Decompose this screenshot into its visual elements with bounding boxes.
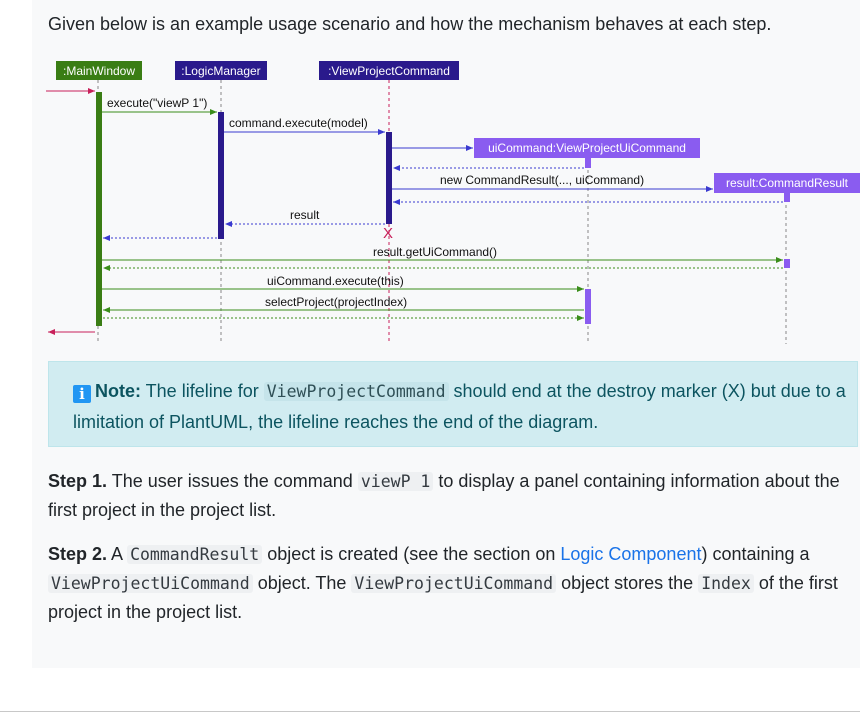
step2-text-a: A bbox=[107, 544, 128, 564]
bottom-divider bbox=[0, 711, 860, 712]
destroy-marker: X bbox=[383, 225, 393, 242]
step2-text-b: object is created (see the section on bbox=[262, 544, 561, 564]
msg-get-ui-command-label: result.getUiCommand() bbox=[373, 245, 497, 259]
step1-paragraph: Step 1. The user issues the command view… bbox=[48, 467, 858, 524]
msg-command-execute-label: command.execute(model) bbox=[229, 116, 368, 130]
activation-mainwindow bbox=[96, 92, 102, 326]
participant-commandresult: result:CommandResult bbox=[714, 173, 860, 193]
participant-logicmanager: :LogicManager bbox=[175, 61, 267, 80]
svg-text::ViewProjectCommand: :ViewProjectCommand bbox=[328, 64, 450, 78]
info-icon: i bbox=[73, 385, 91, 403]
msg-select-project-label: selectProject(projectIndex) bbox=[265, 295, 407, 309]
svg-text:result:CommandResult: result:CommandResult bbox=[726, 176, 849, 190]
logic-component-link[interactable]: Logic Component bbox=[560, 544, 702, 564]
step1-text-before: The user issues the command bbox=[107, 471, 358, 491]
note-code: ViewProjectCommand bbox=[263, 382, 449, 401]
note-text-before: The lifeline for bbox=[141, 381, 264, 401]
note-text-after: should end at the destroy marker (X) but… bbox=[73, 381, 846, 432]
step1-code: viewP 1 bbox=[357, 472, 434, 491]
step2-label: Step 2. bbox=[48, 544, 108, 564]
participant-uicommand: uiCommand:ViewProjectUiCommand bbox=[474, 138, 700, 158]
msg-new-result-label: new CommandResult(..., uiCommand) bbox=[440, 173, 644, 187]
step2-code-commandresult: CommandResult bbox=[127, 545, 263, 564]
step2-paragraph: Step 2. A CommandResult object is create… bbox=[48, 540, 858, 626]
activation-commandresult-2 bbox=[784, 259, 790, 268]
step2-code-index: Index bbox=[698, 574, 754, 593]
svg-text::MainWindow: :MainWindow bbox=[63, 64, 135, 78]
step2-text-c: ) containing a bbox=[701, 544, 810, 564]
sequence-diagram: :MainWindow :LogicManager :ViewProjectCo… bbox=[46, 61, 860, 344]
participant-mainwindow: :MainWindow bbox=[56, 61, 142, 80]
note-label: Note: bbox=[95, 381, 141, 401]
step2-text-d: object. The bbox=[252, 573, 352, 593]
step2-code-uicommand-2: ViewProjectUiCommand bbox=[351, 574, 557, 593]
activation-viewprojectcommand bbox=[386, 132, 392, 224]
intro-text: Given below is an example usage scenario… bbox=[48, 14, 772, 34]
msg-ui-execute-label: uiCommand.execute(this) bbox=[267, 274, 404, 288]
activation-logicmanager bbox=[218, 112, 224, 239]
step2-text-e: object stores the bbox=[556, 573, 699, 593]
step1-label: Step 1. bbox=[48, 471, 108, 491]
svg-text:uiCommand:ViewProjectUiCommand: uiCommand:ViewProjectUiCommand bbox=[488, 141, 686, 155]
svg-text::LogicManager: :LogicManager bbox=[181, 64, 260, 78]
step1-text-after: to display a panel containing informatio… bbox=[48, 471, 840, 520]
step2-code-uicommand: ViewProjectUiCommand bbox=[48, 574, 253, 593]
activation-uicommand-2 bbox=[585, 289, 591, 324]
activation-uicommand bbox=[585, 158, 591, 168]
activation-commandresult bbox=[784, 193, 790, 202]
msg-execute-label: execute("viewP 1") bbox=[107, 96, 207, 110]
msg-result-label: result bbox=[290, 208, 320, 222]
participant-viewprojectcommand: :ViewProjectCommand bbox=[319, 61, 459, 80]
step2-text-f: of the first project in the project list… bbox=[48, 573, 838, 622]
